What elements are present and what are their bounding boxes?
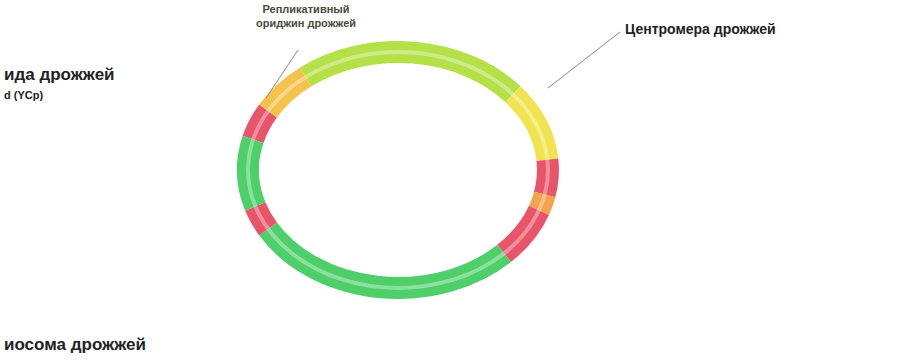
leader-line [548,32,620,88]
leader-line [266,50,298,98]
part-label: Репликативный ориджин дрожжей [250,2,362,31]
title-fragment: ида дрожжей [4,64,115,86]
title-fragment: d (YCp) [4,88,43,102]
part-label: Центромера дрожжей [625,20,776,38]
title-fragment: иосома дрожжей [4,334,146,356]
